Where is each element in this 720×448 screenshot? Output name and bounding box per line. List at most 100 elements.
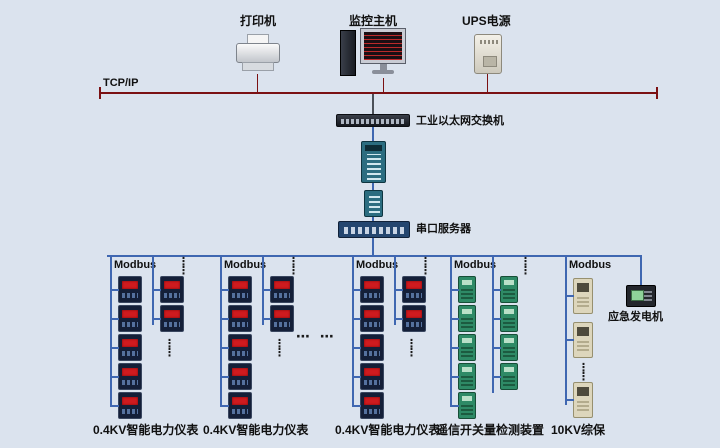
monitoring-host-device	[340, 28, 406, 78]
generator-buttons	[644, 291, 652, 301]
io-module	[450, 276, 476, 303]
io-module	[450, 305, 476, 332]
modbus-label-4: Modbus	[454, 259, 497, 271]
power-meter	[352, 305, 384, 332]
generator-screen	[631, 290, 644, 301]
din-rail-switch-device	[361, 141, 386, 183]
power-meter	[394, 305, 426, 332]
modbus-label-2: Modbus	[224, 259, 267, 271]
power-meter	[110, 276, 142, 303]
protection-relay	[565, 278, 593, 314]
ethernet-switch-device	[336, 114, 410, 127]
tcp-bus-left-cap	[99, 87, 101, 99]
more-devices-dots: ⋮ ⋮	[520, 256, 531, 277]
host-drop-line	[383, 78, 384, 92]
power-meter	[152, 305, 184, 332]
io-module	[492, 363, 518, 390]
pc-tower	[340, 30, 356, 76]
meter-column	[110, 276, 142, 419]
ups-drop-line	[487, 74, 488, 92]
pc-base	[372, 70, 394, 74]
printer-device	[236, 34, 280, 74]
tcp-bus-right-cap	[656, 87, 658, 99]
io-module	[450, 363, 476, 390]
protection-relay	[565, 322, 593, 358]
power-meter	[352, 334, 384, 361]
ups-label: UPS电源	[462, 14, 511, 28]
io-module	[492, 276, 518, 303]
ethernet-switch-label: 工业以太网交换机	[416, 115, 504, 127]
media-converter-device	[364, 190, 383, 217]
pc-monitor	[360, 28, 406, 64]
io-module	[492, 305, 518, 332]
power-meter	[220, 363, 252, 390]
ups-device	[474, 34, 502, 74]
more-devices-dots: ⋮ ⋮	[288, 256, 299, 277]
pc-screen	[364, 32, 402, 60]
serial-server-device	[338, 221, 410, 238]
tcp-ip-label: TCP/IP	[103, 77, 139, 89]
more-devices-dots: ⋮ ⋮	[578, 362, 589, 383]
group4-bus-line-b	[492, 255, 494, 393]
power-meter	[352, 363, 384, 390]
power-meter	[110, 305, 142, 332]
power-meter	[110, 363, 142, 390]
printer-tray	[242, 62, 274, 71]
power-meter	[220, 334, 252, 361]
generator-label: 应急发电机	[608, 311, 663, 323]
power-meter	[110, 392, 142, 419]
modbus-label-5: Modbus	[569, 259, 612, 271]
more-devices-dots: ⋮ ⋮	[420, 256, 431, 277]
io-module-column	[492, 276, 518, 390]
modbus-main-bus	[107, 255, 642, 257]
power-meter	[394, 276, 426, 303]
modbus-label-3: Modbus	[356, 259, 399, 271]
group5-label: 10KV综保	[551, 423, 606, 437]
power-meter	[110, 334, 142, 361]
tcp-ip-bus	[100, 92, 658, 94]
io-module-column	[450, 276, 476, 419]
io-module	[450, 334, 476, 361]
power-meter	[352, 276, 384, 303]
meter-column	[394, 276, 426, 332]
group1-bus-line-a	[110, 255, 112, 407]
group3-label: 0.4KV智能电力仪表	[335, 423, 441, 437]
meter-column	[352, 276, 384, 419]
serial-server-label: 串口服务器	[416, 223, 471, 235]
meter-column	[262, 276, 294, 332]
io-module	[492, 334, 518, 361]
group5-bus-line	[565, 255, 567, 405]
more-devices-dots: ⋮ ⋮	[164, 338, 175, 359]
meter-column	[220, 276, 252, 419]
pc-stand	[380, 64, 387, 70]
generator-controller-device	[626, 285, 656, 307]
power-meter	[220, 305, 252, 332]
bus-to-switch-line	[372, 94, 374, 114]
printer-label: 打印机	[240, 14, 277, 28]
group1-label: 0.4KV智能电力仪表	[93, 423, 199, 437]
more-groups-dots: ⋯ ⋯	[296, 328, 337, 344]
group2-label: 0.4KV智能电力仪表	[203, 423, 309, 437]
more-devices-dots: ⋮ ⋮	[274, 338, 285, 359]
power-meter	[220, 392, 252, 419]
group3-bus-line-a	[352, 255, 354, 407]
power-meter	[262, 305, 294, 332]
power-meter	[220, 276, 252, 303]
printer-drop-line	[257, 74, 258, 92]
relay-column	[565, 382, 593, 418]
group2-bus-line-a	[220, 255, 222, 407]
modbus-label-1: Modbus	[114, 259, 157, 271]
meter-column	[152, 276, 184, 332]
relay-column	[565, 278, 593, 358]
power-meter	[262, 276, 294, 303]
generator-drop-line	[640, 255, 642, 285]
printer-body	[236, 43, 280, 63]
more-devices-dots: ⋮ ⋮	[178, 256, 189, 277]
more-devices-dots: ⋮ ⋮	[406, 338, 417, 359]
group4-bus-line-a	[450, 255, 452, 407]
io-module	[450, 392, 476, 419]
power-meter	[352, 392, 384, 419]
power-meter	[152, 276, 184, 303]
monitoring-host-label: 监控主机	[349, 14, 398, 28]
